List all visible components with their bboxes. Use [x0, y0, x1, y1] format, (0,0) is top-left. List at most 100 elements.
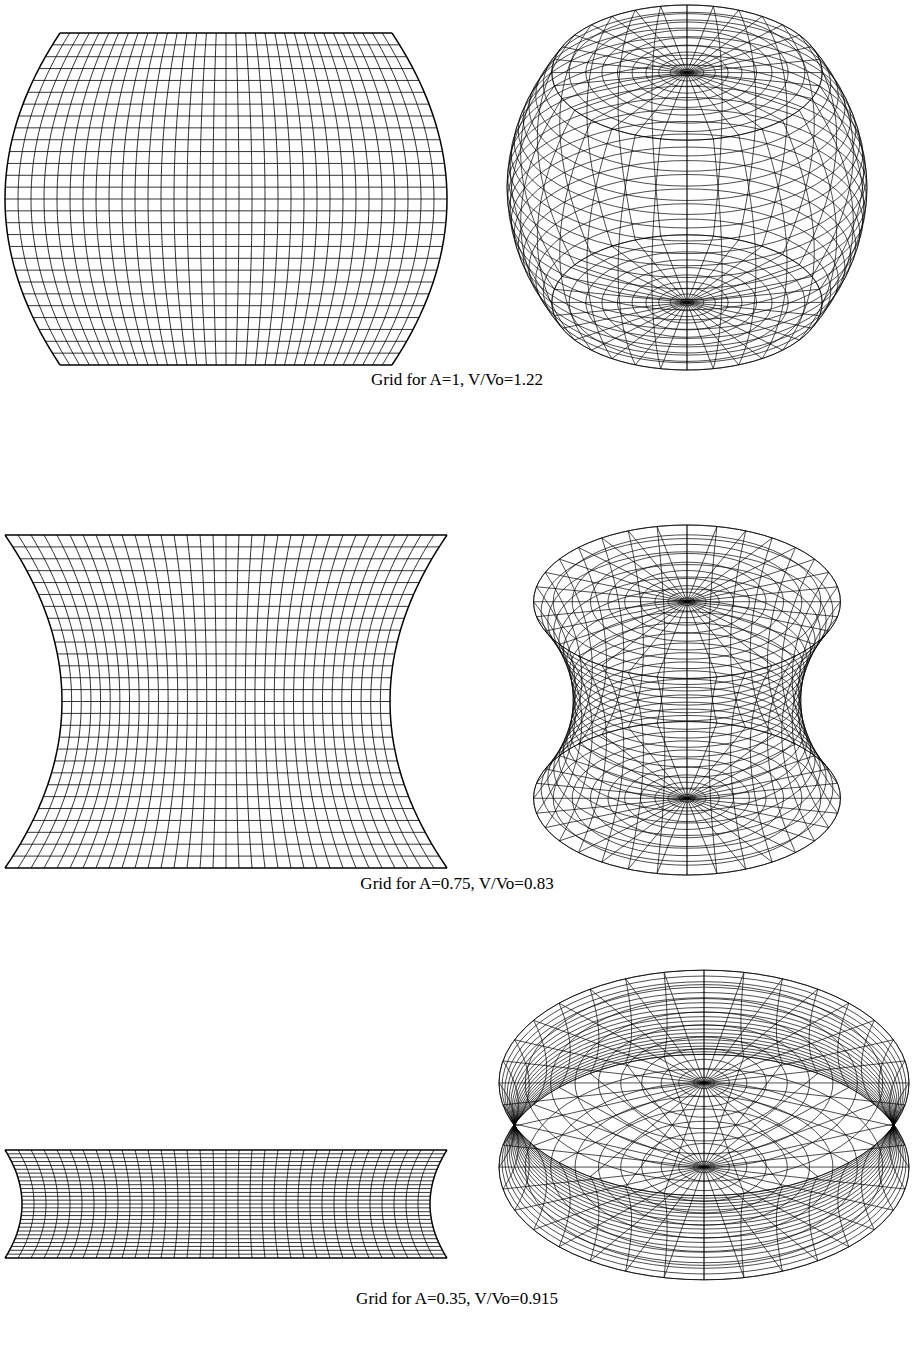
wireframe-line: [687, 572, 829, 601]
wireframe-line: [559, 1083, 704, 1163]
grid-line: [44, 33, 89, 365]
grid-line: [294, 33, 317, 365]
wireframe-line: [559, 756, 687, 799]
grid-line: [322, 1150, 330, 1258]
wireframe-line: [704, 1083, 705, 1196]
grid-line: [353, 33, 395, 365]
grid-line: [363, 33, 408, 365]
grid-line: [286, 1150, 291, 1258]
grid-line: [174, 33, 187, 365]
grid-line: [135, 1150, 142, 1258]
profile-grid: [5, 535, 447, 868]
wireframe-line: [587, 16, 612, 246]
wireframe-line: [687, 302, 783, 350]
grid-line: [109, 33, 138, 365]
wireframe-line: [563, 687, 811, 811]
wireframe-line: [552, 302, 687, 303]
wireframe-line: [534, 722, 841, 875]
grid-caption: Grid for A=1, V/Vo=1.22: [0, 370, 914, 390]
grid-line: [109, 535, 139, 868]
wireframe-line: [704, 1167, 782, 1271]
wireframe-line: [626, 1083, 704, 1187]
grid-line: [265, 33, 278, 365]
wireframe-line: [704, 1167, 874, 1230]
wireframe-line: [503, 1083, 704, 1105]
wireframe-line: [704, 1083, 849, 1163]
wireframe-line: [687, 798, 840, 799]
wireframe-line: [587, 129, 612, 359]
wireframe-line: [552, 72, 687, 73]
wireframe-line: [515, 1167, 704, 1210]
caption-text: Grid for A=1, V/Vo=1.22: [368, 370, 546, 389]
wireframe-line: [554, 73, 687, 86]
grid-line: [236, 33, 239, 365]
wireframe-line: [567, 601, 807, 721]
wireframe-line: [704, 989, 818, 1083]
wireframe-line: [499, 970, 909, 1195]
wireframe-line: [534, 1020, 704, 1083]
wireframe-line: [704, 1082, 909, 1083]
wireframe-line: [664, 972, 704, 1083]
wireframe-line: [687, 255, 783, 303]
grid-line: [358, 1150, 369, 1258]
wireframe-line: [578, 744, 687, 798]
wireframe-line: [562, 73, 687, 99]
grid-boundary: [390, 535, 447, 868]
wireframe-line: [687, 783, 838, 798]
wireframe-line: [687, 538, 772, 602]
grid-line: [382, 33, 434, 365]
grid-line: [161, 33, 177, 365]
wireframe-line: [563, 589, 811, 713]
wireframe-line: [704, 1040, 893, 1083]
wireframe-line: [768, 547, 796, 744]
grid-line: [361, 535, 408, 868]
wireframe-line: [704, 979, 782, 1083]
wireframe-line: [687, 5, 688, 73]
grid-line: [265, 535, 278, 868]
grid-line: [122, 535, 149, 868]
grid-line: [343, 33, 382, 365]
wireframe-line: [536, 602, 687, 617]
wireframe-line: [591, 25, 687, 73]
wireframe-line: [687, 798, 796, 852]
wireframe-3d: [534, 525, 841, 875]
wireframe-line: [687, 47, 812, 73]
grid-line: [174, 535, 187, 868]
grid-line: [161, 535, 178, 868]
wireframe-line: [687, 547, 796, 601]
profile-grid: [5, 33, 447, 365]
wireframe-line: [704, 1083, 893, 1126]
wireframe-line: [704, 1003, 849, 1083]
grid-line: [109, 1150, 118, 1258]
wireframe-line: [545, 602, 687, 631]
wireframe-line: [635, 10, 687, 72]
wireframe-line: [687, 302, 739, 364]
wireframe-line: [534, 525, 841, 678]
wireframe-line: [507, 73, 552, 303]
wireframe-line: [687, 246, 762, 302]
wireframe-line: [515, 1040, 704, 1083]
grid-line: [135, 33, 158, 365]
grid-line: [187, 1150, 190, 1258]
wireframe-line: [687, 59, 820, 72]
wireframe-line: [687, 587, 838, 602]
grid-line: [372, 33, 421, 365]
wireframe-line: [704, 1083, 874, 1146]
grid-line: [275, 33, 291, 365]
wireframe-line: [687, 73, 739, 135]
wireframe-line: [687, 72, 822, 73]
grid-line: [304, 33, 330, 365]
wireframe-line: [499, 1054, 909, 1280]
wireframe-line: [687, 16, 762, 72]
wireframe-line: [704, 1083, 782, 1187]
grid-boundary: [430, 1150, 447, 1258]
wireframe-line: [499, 1082, 704, 1083]
wireframe-line: [552, 5, 822, 140]
grid-caption: Grid for A=0.75, V/Vo=0.83: [0, 874, 914, 894]
wireframe-line: [503, 1167, 704, 1189]
wireframe-line: [893, 1083, 909, 1167]
wireframe-line: [578, 602, 687, 656]
grid-line: [18, 535, 72, 868]
grid-line: [250, 1150, 252, 1258]
wireframe-line: [511, 134, 863, 310]
